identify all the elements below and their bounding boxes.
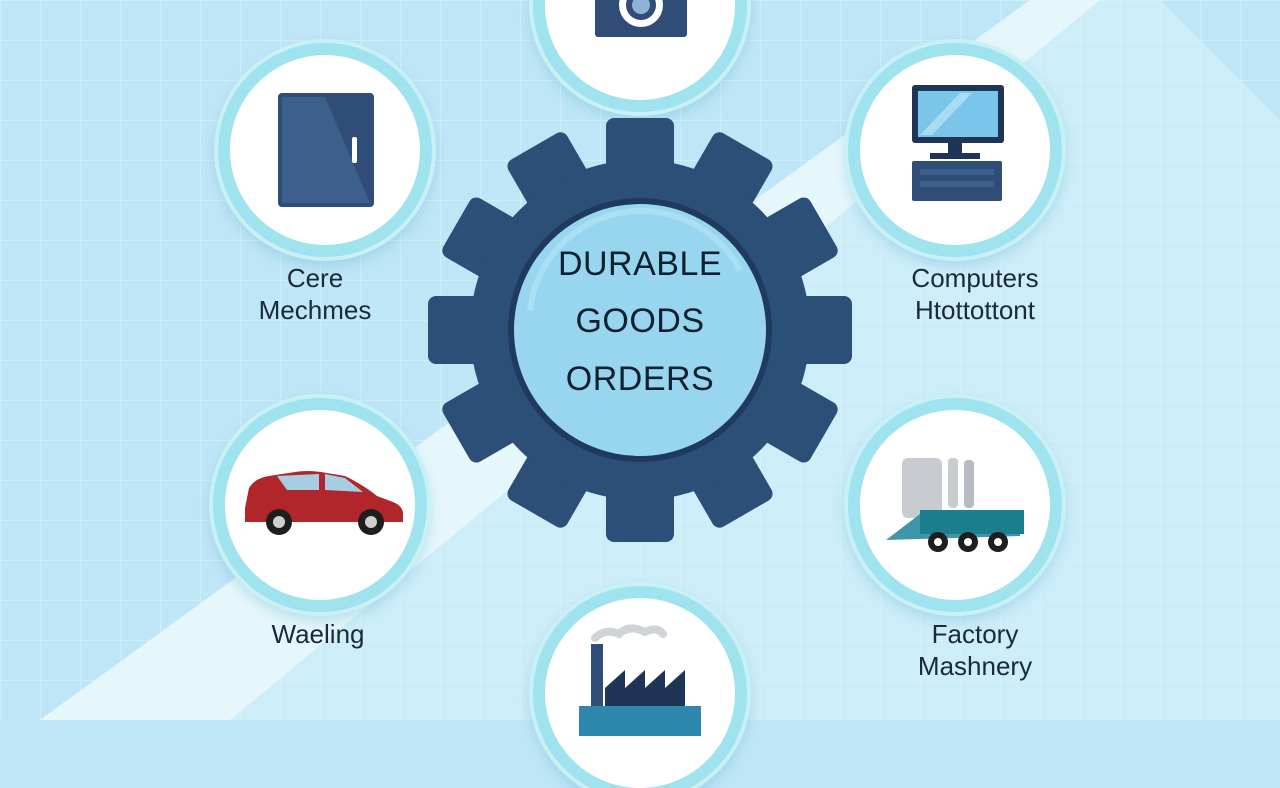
node-bottom-right [860,410,1050,600]
truck-icon [886,458,1024,552]
refrigerator-icon [278,93,374,207]
gear-hub-highlight [527,207,743,311]
car-icon [245,471,403,535]
node-bottom-left [225,410,415,600]
label-line: Htottottont [915,295,1035,325]
label-top-left: Cere Mechmes [225,262,405,326]
computer-icon [912,85,1004,201]
center-title-line-2: GOODS [575,302,705,340]
label-line: Waeling [271,619,365,649]
node-top [545,0,735,100]
label-bottom-right: Factory Mashnery [885,618,1065,682]
label-line: Mashnery [917,651,1033,681]
label-bottom-left: Waeling [228,618,408,650]
label-line: Computers [911,263,1039,293]
label-line: Cere [286,263,344,293]
center-title-line-1: DURABLE [557,245,723,283]
gear-hub [514,204,766,456]
washing-machine-icon [595,0,687,37]
label-line: Factory [931,619,1019,649]
factory-icon [579,624,701,736]
gear-icon [428,118,852,542]
node-top-right [860,55,1050,245]
node-bottom [545,598,735,788]
node-top-left [230,55,420,245]
label-top-right: Computers Htottottont [885,262,1065,326]
label-line: Mechmes [258,295,372,325]
center-title-line-3: ORDERS [565,360,715,398]
